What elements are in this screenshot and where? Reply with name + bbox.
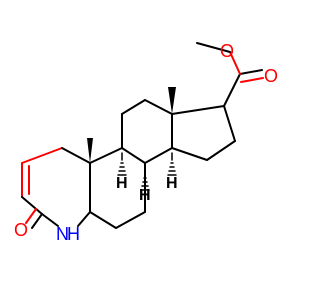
hashed-wedge-c14 (167, 152, 177, 176)
bond-ester-carbon-o-double (239, 69, 263, 75)
bond-c17-c16 (223, 105, 236, 142)
bond-o-methyl (196, 42, 231, 53)
bond-c7-c6 (115, 211, 146, 229)
bond-c13-c17 (171, 105, 225, 115)
stereo-h-label-c14: H (166, 175, 178, 192)
atom-label-o-ester-single: O (220, 41, 234, 61)
steroid-structure-diagram: O O O N H H H H (14, 41, 278, 244)
structure-canvas: O O O N H H H H (14, 41, 278, 244)
stereo-h-label-c8: H (139, 187, 151, 204)
atom-label-o-lactam: O (14, 220, 28, 240)
wedge-methyl-c13 (168, 87, 176, 114)
bond-c14-c8 (144, 147, 173, 164)
atom-label-h-lactam: H (67, 224, 80, 244)
bond-c6-c5 (89, 211, 117, 229)
atom-label-o-ester-double: O (264, 66, 278, 86)
bond-ester-carbon-o-single (229, 51, 241, 75)
wedge-methyl-c10 (87, 138, 93, 163)
bond-c1-o-double (25, 208, 37, 224)
bond-c15-c14 (171, 147, 208, 161)
atom-label-n-lactam: N (56, 224, 69, 244)
bond-c16-c15 (206, 140, 236, 161)
bond-c12-c13 (144, 99, 173, 115)
bond-c3-c4 (21, 147, 63, 164)
bond-n-c5 (77, 211, 91, 227)
bond-c1-o (31, 213, 43, 229)
bond-c10-c9 (89, 147, 123, 164)
bond-ester-carbon-o-double-2 (240, 77, 264, 83)
bond-c11-c12 (121, 99, 146, 115)
hashed-wedge-c8 (140, 167, 150, 191)
bond-c1-n (41, 213, 59, 227)
bond-c9-c8 (121, 147, 146, 164)
bond-c17-ester-carbon (223, 73, 241, 107)
bond-c3-c1 (21, 196, 43, 215)
bond-c4-c10 (61, 147, 91, 164)
hashed-wedge-c9 (117, 152, 127, 176)
stereo-h-label-c9: H (116, 175, 128, 192)
